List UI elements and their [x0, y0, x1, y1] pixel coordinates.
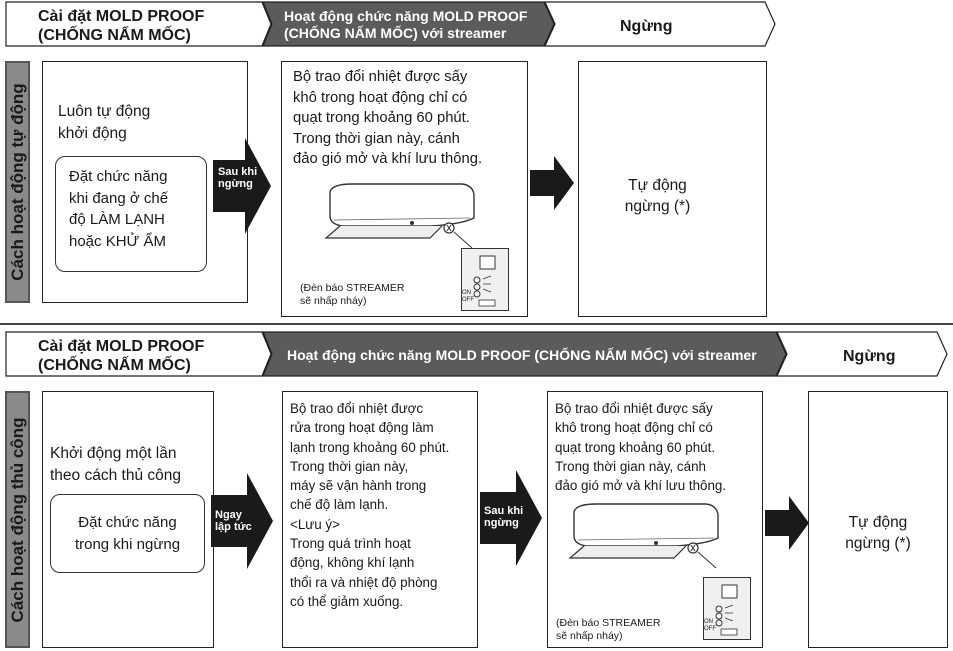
stop-text-manual: Tự động ngừng (*) — [845, 514, 911, 552]
arrow-after-stop-manual-label: Sau khi ngừng — [484, 505, 524, 529]
operation-description-auto: Bộ trao đổi nhiệt được sấy khô trong hoạ… — [293, 69, 483, 167]
streamer-note-auto: (Đèn báo STREAMER sẽ nhấp nháy) — [300, 282, 405, 307]
arrow-manual-stop — [765, 496, 809, 550]
stop-step-label: Ngừng — [620, 18, 673, 35]
air-conditioner-image-2 — [568, 503, 719, 569]
arrow-after-stop-manual — [480, 470, 542, 566]
setup-step-label-2: Cài đặt MOLD PROOF (CHỐNG NẤM MỐC) — [38, 338, 205, 374]
cooling-description-manual: Bộ trao đổi nhiệt được rửa trong hoạt độ… — [290, 401, 450, 609]
arrow-after-stop-auto-label: Sau khi ngừng — [218, 166, 258, 190]
stop-text-auto: Tự động ngừng (*) — [624, 177, 691, 215]
setting-condition-text-manual: Đặt chức năng trong khi ngừng — [74, 514, 181, 553]
air-conditioner-image — [324, 183, 475, 249]
panel-on-off-label: ON OFF — [462, 290, 474, 303]
arrow-after-stop-auto — [213, 138, 271, 234]
start-box-manual — [42, 391, 214, 648]
setting-condition-box-auto — [55, 156, 207, 272]
arrow-immediately — [211, 473, 273, 569]
operation-step-label-2: Hoạt động chức năng MOLD PROOF (CHỐNG NẤ… — [287, 347, 757, 363]
side-label-auto: Cách hoạt động tự động — [5, 61, 30, 303]
setting-condition-box-manual — [50, 494, 205, 573]
header-chevrons-1 — [5, 1, 776, 47]
stop-step-label-2: Ngừng — [843, 348, 896, 365]
arrow-auto-stop — [530, 156, 574, 210]
setting-condition-text-auto: Đặt chức năng khi đang ở chế độ LÀM LẠNH… — [69, 168, 169, 250]
cooling-box-manual — [282, 391, 478, 648]
drying-description-manual: Bộ trao đổi nhiệt được sấy khô trong hoạ… — [555, 401, 727, 494]
stop-box-manual — [808, 391, 948, 648]
arrow-immediately-label: Ngay lập tức — [215, 509, 252, 533]
start-text-auto: Luôn tự động khởi động — [58, 103, 151, 142]
operation-step-label: Hoạt động chức năng MOLD PROOF (CHỐNG NẤ… — [284, 8, 528, 41]
indicator-panel-icons-2 — [715, 584, 738, 636]
stop-box-auto — [578, 61, 767, 317]
indicator-panel-icons — [473, 255, 496, 307]
setup-step-label: Cài đặt MOLD PROOF (CHỐNG NẤM MỐC) — [38, 8, 205, 44]
side-label-manual: Cách hoạt động thủ công — [5, 391, 30, 648]
panel-on-off-label-2: ON OFF — [704, 619, 716, 632]
header-chevrons-2 — [5, 331, 948, 377]
start-text-manual: Khởi động một lần theo cách thủ công — [50, 445, 181, 484]
section-divider — [0, 323, 953, 325]
streamer-note-manual: (Đèn báo STREAMER sẽ nhấp nháy) — [556, 617, 661, 642]
